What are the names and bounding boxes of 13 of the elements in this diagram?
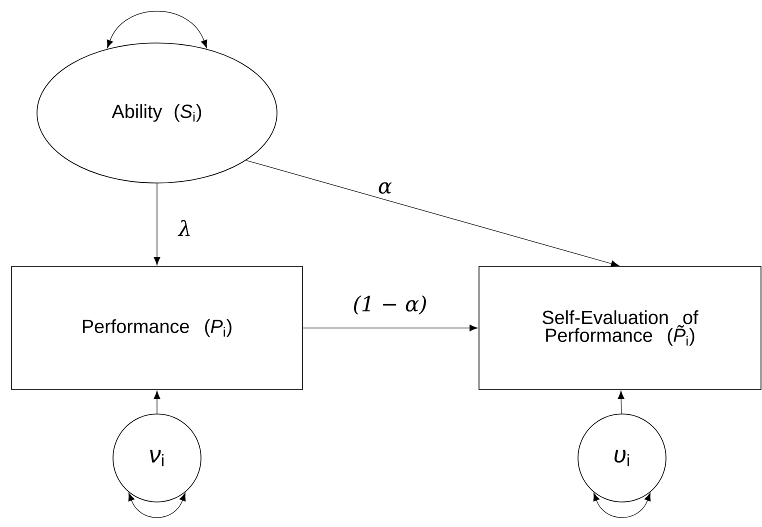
edge-label: (1 − α) bbox=[354, 295, 426, 315]
arrow bbox=[246, 160, 620, 267]
arrow bbox=[593, 492, 651, 518]
arrow bbox=[106, 10, 208, 48]
arrow bbox=[154, 183, 160, 266]
arrow bbox=[302, 324, 478, 332]
arrow bbox=[128, 492, 186, 518]
arrow bbox=[154, 390, 160, 414]
edge-label: α bbox=[378, 182, 392, 194]
arrow bbox=[618, 390, 624, 414]
observed-box: Self-Evaluation of Performance (P̃$_{i}$) bbox=[478, 266, 762, 390]
edge-label: λ bbox=[178, 220, 190, 236]
observed-box: Performance (P$_{i}$) bbox=[11, 266, 303, 390]
